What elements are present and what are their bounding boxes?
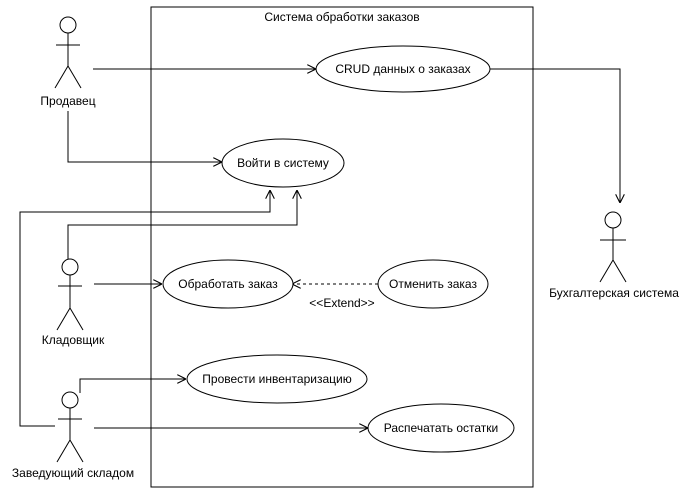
use-case-login-label: Войти в систему xyxy=(237,156,329,170)
system-boundary xyxy=(150,6,534,488)
system-title: Система обработки заказов xyxy=(264,10,419,24)
use-case-process-order-label: Обработать заказ xyxy=(178,277,278,291)
extend-label: <<Extend>> xyxy=(309,296,374,310)
use-case-cancel-order-label: Отменить заказ xyxy=(389,277,477,291)
edge-storekeeper-login xyxy=(67,190,297,259)
edge-crud-accounting xyxy=(490,68,620,203)
use-case-print-stock-label: Распечатать остатки xyxy=(384,421,498,435)
use-case-inventory: Провести инвентаризацию xyxy=(186,354,368,404)
actor-storekeeper-label: Кладовщик xyxy=(42,333,105,347)
edge-manager-login xyxy=(19,190,270,427)
edge-manager-inventory xyxy=(79,379,186,393)
actor-seller-label: Продавец xyxy=(40,94,95,108)
actor-warehouse-manager-label: Заведующий складом xyxy=(12,466,134,480)
actor-storekeeper xyxy=(56,258,84,331)
use-case-login: Войти в систему xyxy=(221,138,345,188)
actor-seller xyxy=(54,16,82,89)
use-case-process-order: Обработать заказ xyxy=(162,259,294,309)
use-case-print-stock: Распечатать остатки xyxy=(367,403,515,453)
connectors xyxy=(19,68,620,428)
actor-accounting-system xyxy=(599,211,627,283)
actor-warehouse-manager xyxy=(56,391,84,463)
use-case-cancel-order: Отменить заказ xyxy=(377,259,489,309)
use-case-inventory-label: Провести инвентаризацию xyxy=(202,372,351,386)
edge-seller-login xyxy=(67,111,222,162)
use-case-crud-label: CRUD данных о заказах xyxy=(335,62,470,76)
actor-accounting-system-label: Бухгалтерская система xyxy=(549,286,679,300)
use-case-crud: CRUD данных о заказах xyxy=(315,45,491,93)
